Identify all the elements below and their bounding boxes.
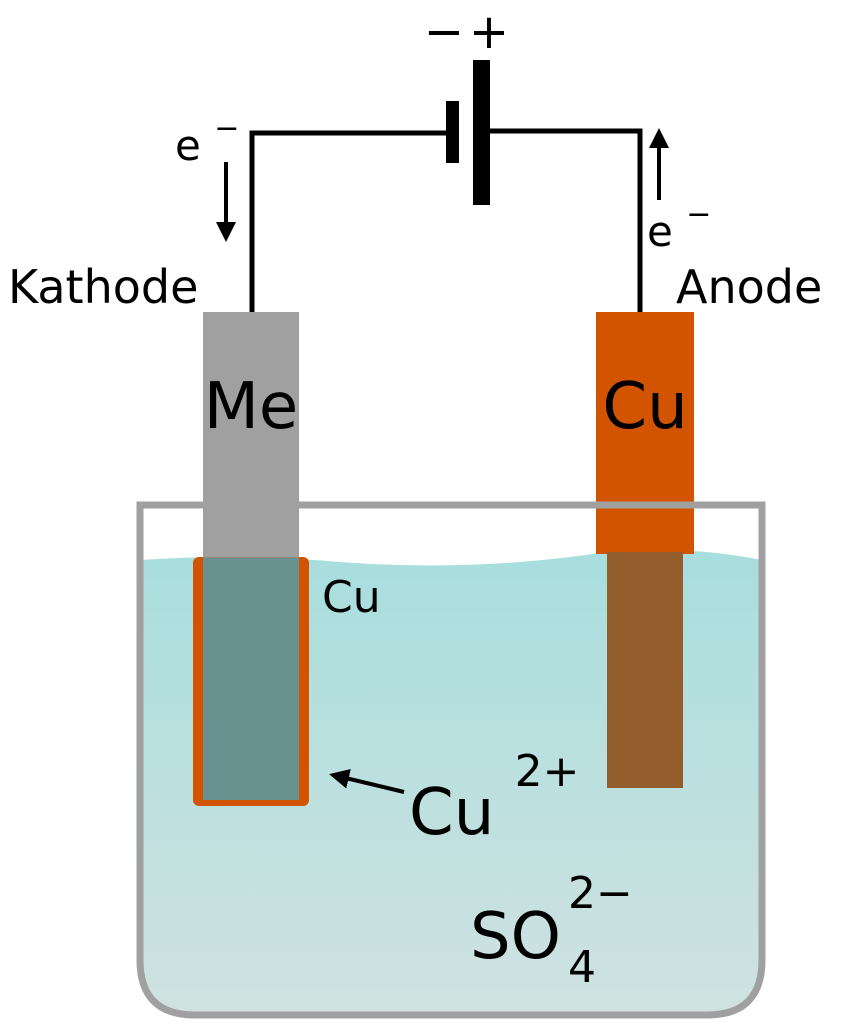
cathode-submerged-tint bbox=[203, 558, 299, 800]
anion-subscript: 4 bbox=[568, 942, 596, 993]
cation-label: Cu 2+ bbox=[409, 746, 579, 850]
electron-left-label: e − bbox=[175, 111, 239, 170]
battery-positive-plate bbox=[473, 60, 490, 205]
anode-material-label: Cu bbox=[602, 370, 687, 444]
battery-minus-sign: − bbox=[424, 4, 464, 60]
battery-negative-plate bbox=[446, 101, 459, 163]
cathode-label: Kathode bbox=[8, 260, 198, 314]
cathode-material-label: Me bbox=[204, 370, 299, 444]
wire-left bbox=[249, 130, 452, 312]
anion-superscript: 2− bbox=[568, 868, 633, 919]
battery-plus-sign: + bbox=[469, 4, 509, 60]
battery bbox=[446, 60, 490, 205]
beaker bbox=[136, 501, 766, 1019]
anion-label: SO bbox=[470, 900, 561, 974]
anode-submerged bbox=[607, 552, 683, 788]
deposit-label: Cu bbox=[322, 572, 381, 623]
anode-electrode bbox=[596, 312, 694, 554]
wire-right bbox=[484, 128, 643, 312]
anode-label: Anode bbox=[676, 260, 822, 314]
electron-right-label: e − bbox=[647, 197, 711, 256]
cation-arrow bbox=[329, 769, 405, 794]
